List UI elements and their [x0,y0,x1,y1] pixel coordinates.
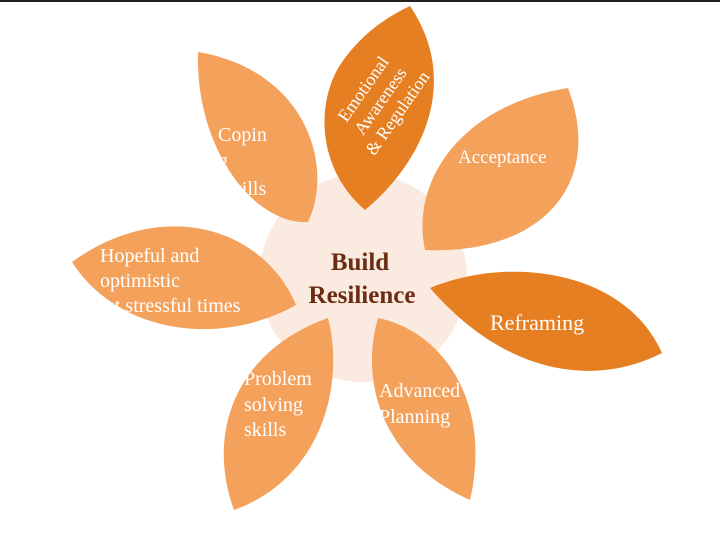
petal-label-line: Hopeful and [100,245,199,267]
center-title: Build Resilience [309,249,416,309]
petal-label-line: optimistic [100,270,180,292]
petal-reframing [430,271,662,371]
label-advanced-planning: Advanced Planning [379,380,460,428]
center-title-line2: Resilience [309,282,416,309]
label-problem-solving: Problem solving skills [244,368,312,441]
petal-label-line: at stressful times [106,295,241,317]
petal-acceptance [422,88,579,251]
petal-hopeful-optimistic [72,226,296,330]
label-reframing: Reframing [490,310,584,335]
petal-label-line: g [218,150,228,172]
petal-label-line: solving [244,394,303,416]
label-coping-skills: Copin g skills [218,124,267,200]
petal-problem-solving [223,318,334,510]
petal-emotional-awareness [324,6,434,210]
label-acceptance: Acceptance [458,147,547,168]
petal-label-line: skills [224,178,266,200]
petal-label-line: Acceptance [458,147,547,168]
petal-label-line: Copin [218,124,267,146]
center-title-line1: Build [331,249,389,276]
petal-coping-skills [197,52,318,223]
petal-label-line: Reframing [490,310,584,335]
petal-label-line: Planning [379,406,450,428]
petal-label-line: Problem [244,368,312,390]
petal-advanced-planning [371,318,476,500]
petal-label-line: Advanced [379,380,460,402]
top-border-line [0,0,720,2]
label-hopeful-optimistic: Hopeful and optimistic at stressful time… [100,245,241,317]
petal-label-line: skills [244,419,286,441]
